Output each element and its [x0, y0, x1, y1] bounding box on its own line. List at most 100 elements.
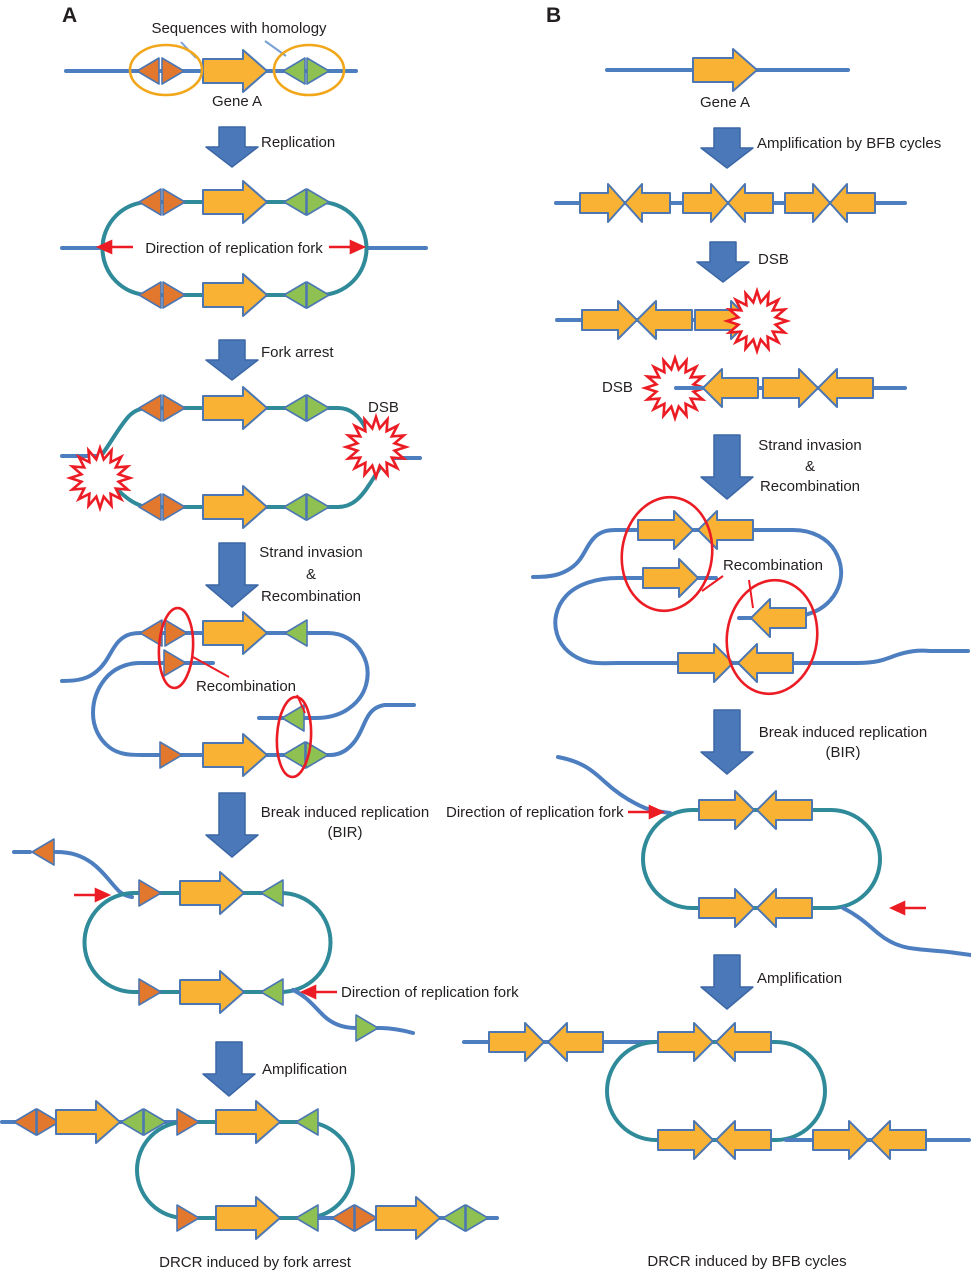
gene-arrow-icon	[375, 1196, 441, 1240]
dsb-label: DSB	[602, 379, 633, 396]
green-repeat-icon	[306, 281, 330, 309]
invaded-strand-top	[531, 528, 844, 620]
bir-label: (BIR)	[826, 744, 861, 761]
recombination-ellipse	[275, 695, 313, 779]
down-arrow-icon	[205, 542, 259, 608]
orange-repeat-icon	[162, 493, 186, 521]
green-repeat-icon	[442, 1204, 466, 1232]
gene-arrow-icon	[762, 368, 819, 408]
amplification-label: Amplification	[757, 970, 842, 987]
gene-arrow-icon	[642, 558, 699, 598]
gene-arrow-icon	[870, 1120, 927, 1160]
invading-strand-bottom	[90, 661, 416, 757]
orange-repeat-icon	[164, 619, 188, 647]
direction-of-replication-fork-label: Direction of replication fork	[341, 984, 519, 1001]
gene-arrow-icon	[784, 183, 831, 223]
entry-strand	[54, 850, 134, 899]
gene-arrow-icon	[179, 871, 245, 915]
rolling-circle-loop	[605, 1040, 827, 1142]
orange-repeat-icon	[138, 978, 162, 1006]
orange-repeat-icon	[162, 188, 186, 216]
bir-label: Break induced replication	[261, 804, 429, 821]
panel-b-caption: DRCR induced by BFB cycles	[647, 1253, 846, 1270]
orange-repeat-icon	[138, 493, 162, 521]
invaded-strand-top	[60, 631, 370, 720]
recombination-pointer-line	[296, 694, 306, 714]
panel-b-broken-fragments: DSB	[555, 289, 907, 420]
gene-arrow-icon	[698, 888, 755, 928]
dsb-label: DSB	[368, 399, 399, 416]
gene-arrow-icon	[715, 1022, 772, 1062]
exit-strand	[841, 906, 971, 957]
fork-direction-arrow-icon	[327, 240, 365, 254]
green-repeat-icon	[295, 1204, 319, 1232]
panel-a-dsb-bubble: DSB	[60, 386, 422, 529]
green-repeat-icon	[306, 493, 330, 521]
panel-a-amplified-product	[0, 1100, 499, 1240]
gene-arrow-icon	[697, 510, 754, 550]
dsb-starburst-icon	[68, 446, 132, 510]
fork-direction-arrow-icon	[72, 888, 110, 902]
gene-arrow-icon	[202, 485, 268, 529]
gene-arrow-icon	[698, 790, 755, 830]
rolling-circle-loop	[135, 1120, 355, 1220]
gene-arrow-icon	[547, 1022, 604, 1062]
panel-a: A Sequences with homology Gene A Replica…	[0, 4, 519, 1271]
dsb-starburst-icon	[344, 415, 408, 479]
gene-arrow-icon	[677, 643, 734, 683]
gene-a-label: Gene A	[212, 93, 262, 110]
down-arrow-icon	[205, 792, 259, 858]
green-repeat-icon	[295, 1108, 319, 1136]
panel-a-initial-construct: Sequences with homology Gene A	[64, 20, 358, 110]
green-repeat-icon	[281, 704, 305, 732]
amplification-by-bfb-label: Amplification by BFB cycles	[757, 135, 941, 152]
rolling-circle-loop	[82, 891, 333, 994]
green-repeat-icon	[283, 493, 307, 521]
fork-direction-arrow-icon	[301, 985, 339, 999]
gene-arrow-icon	[488, 1022, 545, 1062]
panel-a-label: A	[62, 4, 77, 27]
green-repeat-icon	[355, 1014, 379, 1042]
recombination-pointer-line	[701, 575, 724, 592]
green-repeat-icon	[306, 57, 330, 85]
gene-arrow-icon	[702, 368, 759, 408]
panel-a-bir-circle: Direction of replication fork	[12, 838, 519, 1042]
dsb-label: DSB	[758, 251, 789, 268]
orange-repeat-icon	[136, 57, 160, 85]
orange-repeat-icon	[162, 281, 186, 309]
fork-arrest-label: Fork arrest	[261, 344, 334, 361]
gene-arrow-icon	[179, 970, 245, 1014]
panel-b-bfb-array	[554, 183, 907, 223]
gene-arrow-icon	[202, 273, 268, 317]
gene-arrow-icon	[657, 1022, 714, 1062]
recombination-label: Recombination	[723, 557, 823, 574]
gene-arrow-icon	[756, 790, 813, 830]
green-repeat-icon	[306, 394, 330, 422]
green-repeat-icon	[306, 188, 330, 216]
strand-invasion-label: Recombination	[760, 478, 860, 495]
orange-repeat-icon	[354, 1204, 378, 1232]
strand-invasion-label: Strand invasion	[259, 544, 362, 561]
replication-label: Replication	[261, 134, 335, 151]
strand-invasion-label: &	[805, 458, 815, 475]
strand-invasion-label: &	[306, 566, 316, 583]
gene-arrow-icon	[202, 49, 268, 93]
gene-arrow-icon	[202, 733, 268, 777]
recombination-ellipse	[725, 578, 819, 696]
green-repeat-icon	[120, 1108, 144, 1136]
panel-b: B Gene A Amplification by BFB cycles DSB	[446, 4, 971, 1270]
green-repeat-icon	[283, 188, 307, 216]
recombination-pointer-line	[192, 656, 230, 678]
down-arrow-icon	[202, 1041, 256, 1097]
recombination-pointer-line	[748, 579, 754, 609]
dsb-starburst-icon	[725, 289, 789, 353]
gene-arrow-icon	[55, 1100, 121, 1144]
gene-arrow-icon	[817, 368, 874, 408]
direction-of-replication-fork-label: Direction of replication fork	[145, 240, 323, 257]
green-repeat-icon	[282, 57, 306, 85]
direction-of-replication-fork-label: Direction of replication fork	[446, 804, 624, 821]
orange-repeat-icon	[138, 879, 162, 907]
amplification-label: Amplification	[262, 1061, 347, 1078]
